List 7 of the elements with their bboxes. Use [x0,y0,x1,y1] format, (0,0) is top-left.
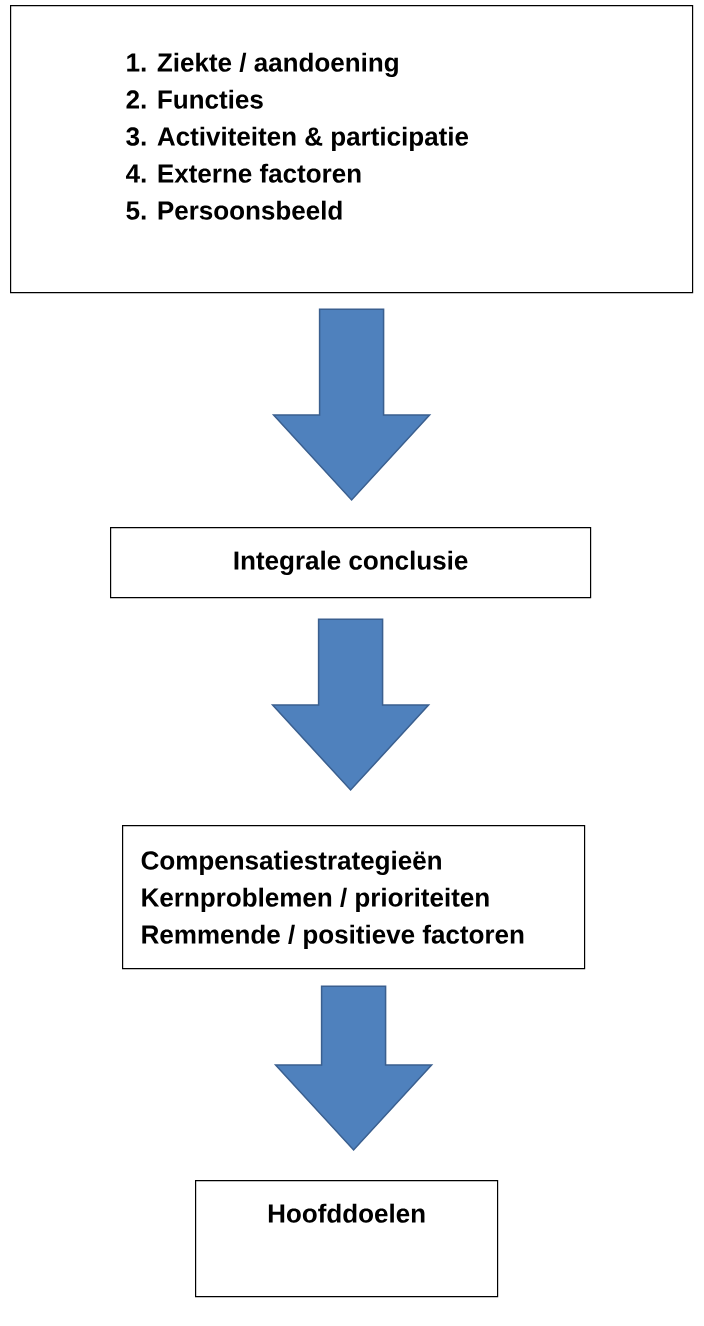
block-arrow [271,308,432,502]
block-arrow [273,985,434,1152]
list-box: 1. Ziekte / aandoening 2. Functies 3. Activiteiten & participatie 4. Externe factoren 5. Persoonsbeeld [10,5,694,294]
process-box: Compensatiestrategieën Kernproblemen / prioriteiten Remmende / positieve factoren [122,825,586,970]
process-box: Integrale conclusie [110,527,592,599]
process-box: Hoofddoelen [195,1180,499,1298]
block-arrow [270,618,431,792]
